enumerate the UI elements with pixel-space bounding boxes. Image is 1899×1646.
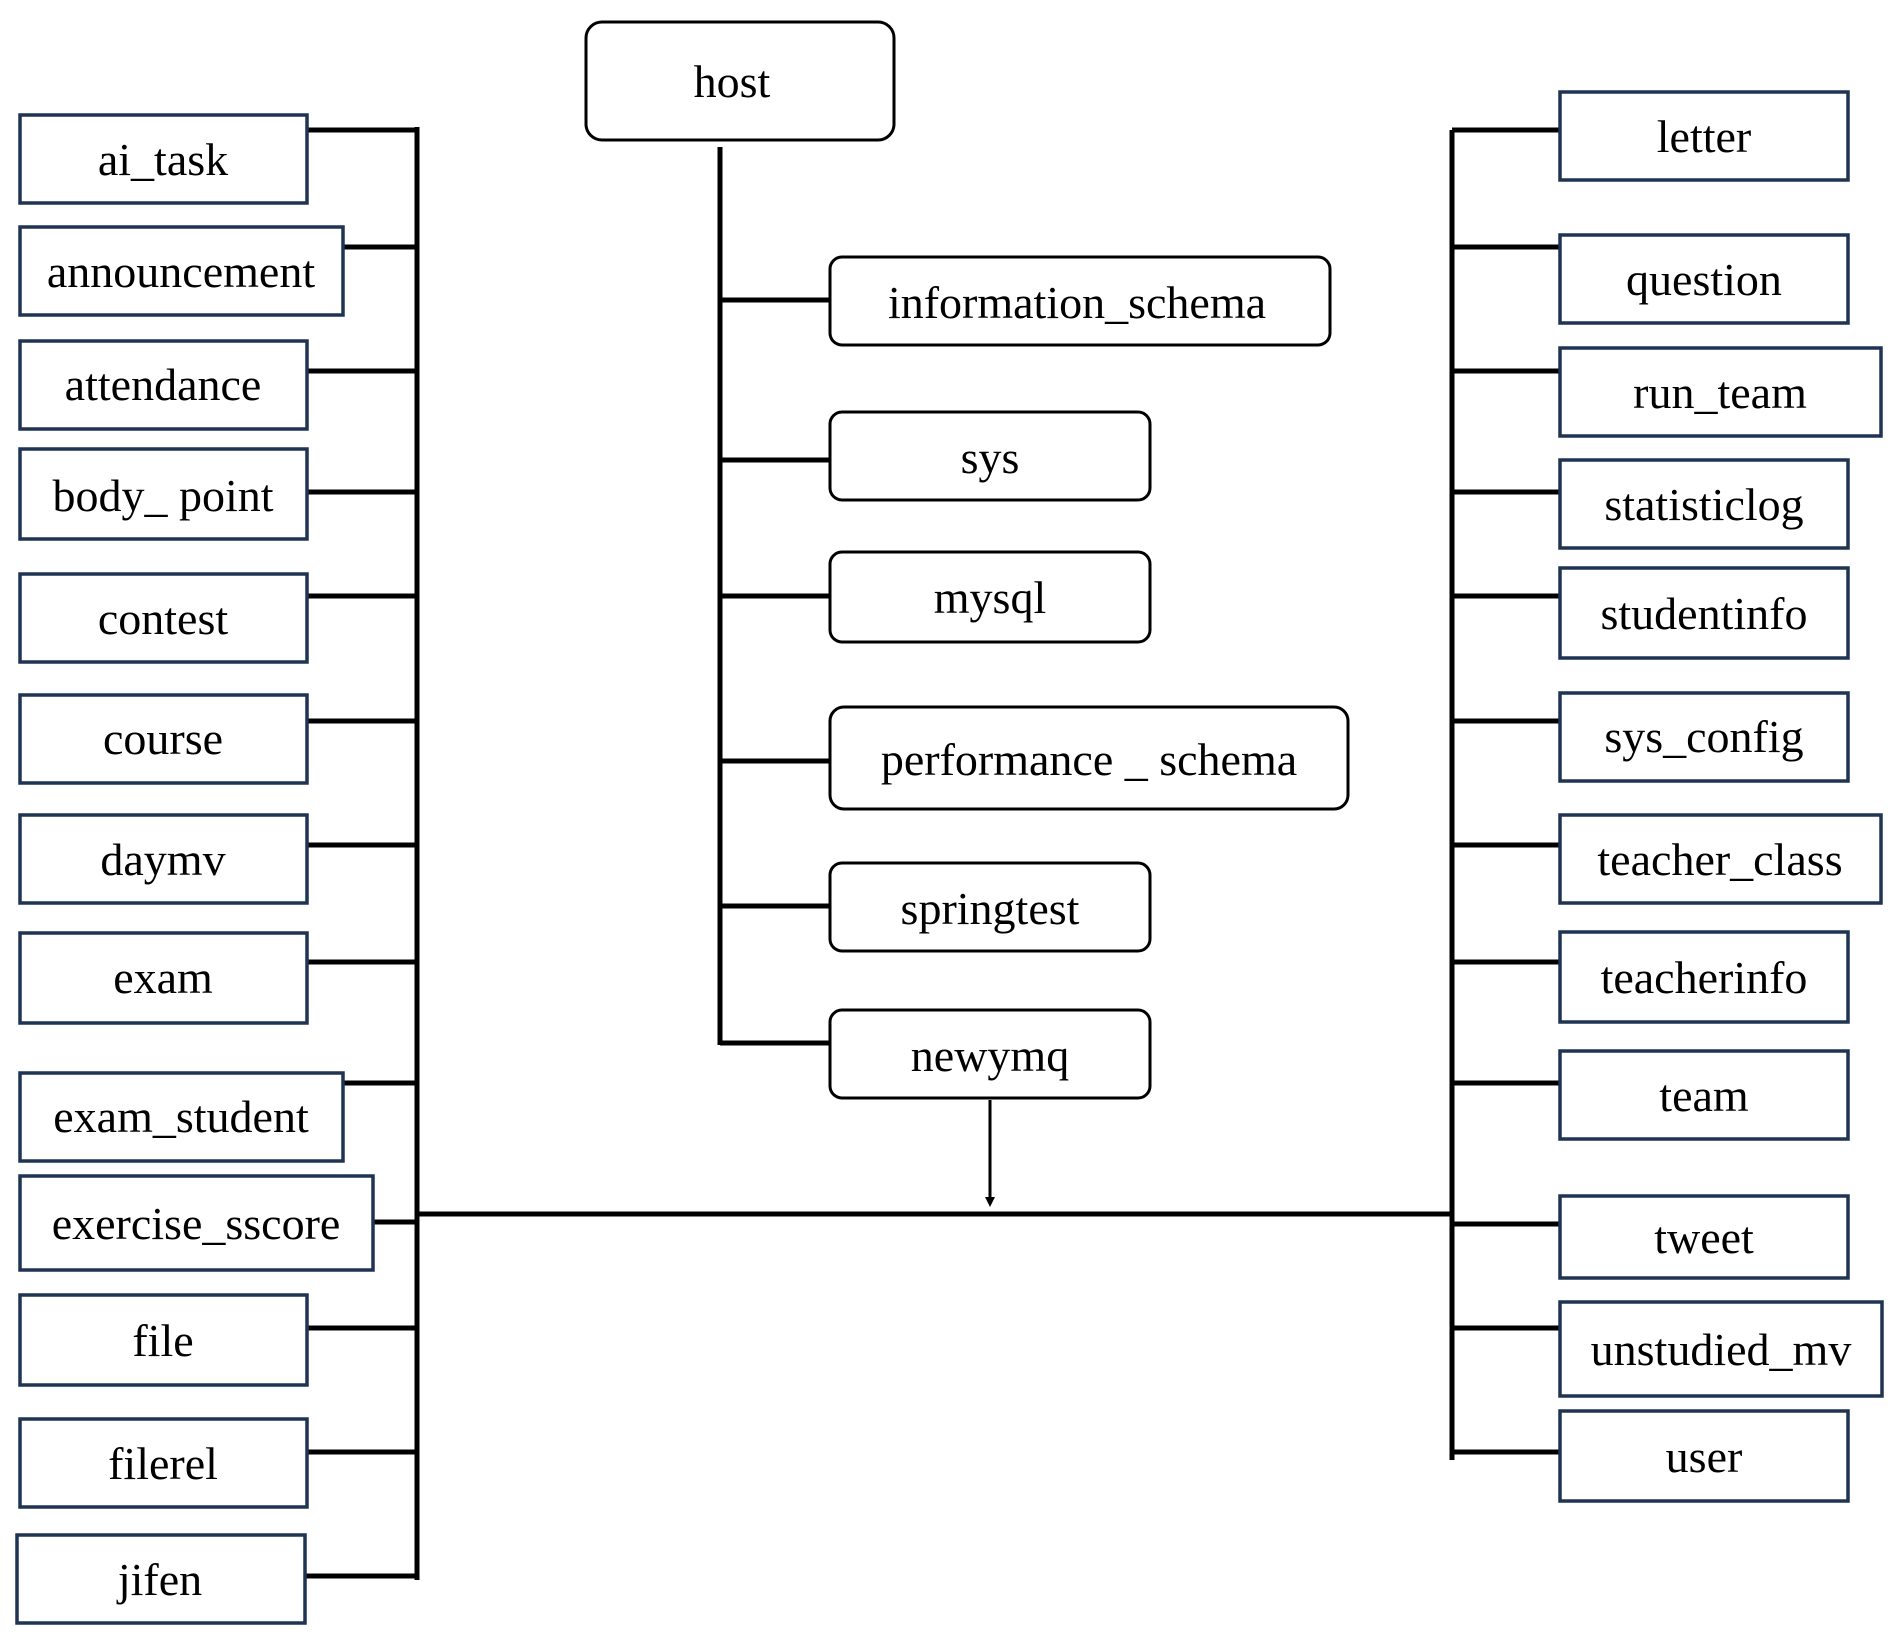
table-label: jifen — [116, 1554, 202, 1605]
table-node[interactable]: announcement — [18, 225, 345, 317]
table-node[interactable]: filerel — [18, 1417, 309, 1509]
table-label: exam — [113, 952, 213, 1003]
table-node[interactable]: question — [1558, 233, 1850, 325]
table-label: contest — [98, 593, 229, 644]
table-label: exam_student — [53, 1091, 309, 1142]
database-node[interactable]: mysql — [828, 550, 1152, 644]
table-node[interactable]: sys_config — [1558, 691, 1850, 783]
table-node[interactable]: ai_task — [18, 113, 309, 205]
table-label: announcement — [47, 246, 315, 297]
host-label: host — [694, 56, 771, 107]
table-node[interactable]: unstudied_mv — [1558, 1300, 1884, 1398]
database-label: sys — [961, 432, 1020, 483]
table-label: teacherinfo — [1601, 952, 1808, 1003]
database-list: information_schema sys mysql performance… — [828, 255, 1350, 1100]
database-node[interactable]: springtest — [828, 861, 1152, 953]
table-node[interactable]: exam — [18, 931, 309, 1025]
table-node[interactable]: file — [18, 1293, 309, 1387]
database-node[interactable]: information_schema — [828, 255, 1332, 347]
database-node[interactable]: performance _ schema — [828, 705, 1350, 811]
table-label: unstudied_mv — [1591, 1324, 1852, 1375]
table-node[interactable]: jifen — [15, 1533, 307, 1625]
table-label: statisticlog — [1604, 479, 1803, 530]
table-label: exercise_sscore — [52, 1198, 341, 1249]
table-node[interactable]: tweet — [1558, 1194, 1850, 1280]
table-label: team — [1659, 1070, 1749, 1121]
table-node[interactable]: teacherinfo — [1558, 930, 1850, 1024]
table-node[interactable]: exam_student — [18, 1071, 345, 1163]
right-table-list: letter question run_team statisticlog st… — [1558, 90, 1884, 1503]
table-node[interactable]: contest — [18, 572, 309, 664]
left-table-list: ai_task announcement attendance body_ po… — [15, 113, 375, 1625]
table-label: question — [1626, 254, 1782, 305]
table-label: teacher_class — [1597, 834, 1842, 885]
database-label: performance _ schema — [881, 734, 1297, 785]
table-node[interactable]: course — [18, 693, 309, 785]
table-node[interactable]: daymv — [18, 813, 309, 905]
table-label: daymv — [100, 834, 225, 885]
table-node[interactable]: run_team — [1558, 346, 1883, 438]
database-label: springtest — [901, 883, 1080, 934]
table-label: tweet — [1654, 1212, 1754, 1263]
table-label: body_ point — [52, 470, 273, 521]
table-node[interactable]: teacher_class — [1558, 813, 1883, 905]
table-label: letter — [1657, 111, 1752, 162]
table-node[interactable]: attendance — [18, 339, 309, 431]
table-label: sys_config — [1604, 711, 1803, 762]
table-node[interactable]: studentinfo — [1558, 566, 1850, 660]
table-label: filerel — [108, 1438, 218, 1489]
database-label: newymq — [911, 1030, 1069, 1081]
database-label: mysql — [934, 572, 1046, 623]
table-label: user — [1666, 1431, 1743, 1482]
table-node[interactable]: user — [1558, 1409, 1850, 1503]
host-node[interactable]: host — [584, 20, 896, 142]
table-label: attendance — [65, 359, 262, 410]
table-node[interactable]: letter — [1558, 90, 1850, 182]
database-label: information_schema — [888, 277, 1266, 328]
database-node[interactable]: newymq — [828, 1008, 1152, 1100]
table-node[interactable]: exercise_sscore — [18, 1174, 375, 1272]
connector-lines — [305, 127, 1560, 1580]
table-node[interactable]: statisticlog — [1558, 458, 1850, 550]
table-label: studentinfo — [1601, 588, 1808, 639]
table-node[interactable]: body_ point — [18, 447, 309, 541]
table-label: file — [132, 1315, 193, 1366]
table-node[interactable]: team — [1558, 1049, 1850, 1141]
table-label: course — [103, 713, 223, 764]
table-label: run_team — [1633, 367, 1807, 418]
table-label: ai_task — [98, 134, 228, 185]
database-node[interactable]: sys — [828, 410, 1152, 502]
